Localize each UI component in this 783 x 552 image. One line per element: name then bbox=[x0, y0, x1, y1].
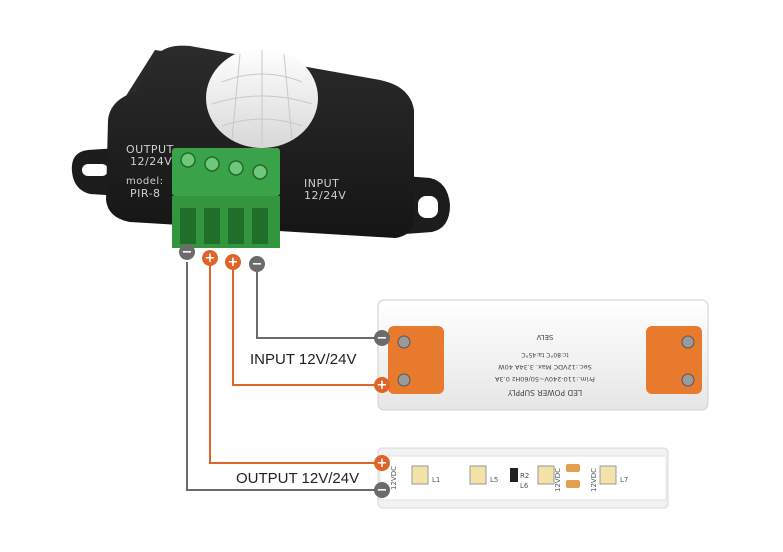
psu-positive-sign: + bbox=[377, 378, 388, 393]
strip-label-3: L5 bbox=[490, 476, 498, 484]
wire-input-negative bbox=[256, 262, 376, 339]
psu-selv: SELV bbox=[536, 333, 553, 341]
strip-label-4: R2 bbox=[520, 472, 529, 480]
led-chips bbox=[411, 465, 617, 485]
psu-sec: Sec.:12VDC Max. 3.34A 40W bbox=[498, 363, 592, 371]
psu-output-cap bbox=[646, 326, 702, 394]
strip-label-7: 12VDC bbox=[590, 468, 598, 492]
wire-output-positive bbox=[209, 262, 376, 464]
wires bbox=[186, 262, 376, 491]
terminal-sign-4: − bbox=[252, 257, 263, 272]
strip-negative-sign: − bbox=[377, 483, 388, 498]
output-label: OUTPUT 12V/24V bbox=[236, 470, 360, 487]
terminal-sign-2: + bbox=[205, 251, 216, 266]
pir-sensor bbox=[71, 45, 450, 248]
psu-title: LED POWER SUPPLY bbox=[507, 388, 582, 397]
sensor-output-label: OUTPUT bbox=[126, 143, 174, 156]
strip-label-2: L1 bbox=[432, 476, 440, 484]
strip-label-5: L6 bbox=[520, 482, 529, 490]
led-power-supply: LED POWER SUPPLY Prim.:110-240V~50/60Hz … bbox=[374, 299, 709, 411]
strip-label-1: 12VDC bbox=[390, 466, 398, 490]
psu-negative-sign: − bbox=[377, 331, 388, 346]
psu-tc: tc:80°C ta:45°C bbox=[521, 351, 568, 358]
terminal-signs: − + + − bbox=[179, 244, 265, 272]
led-strip: 12VDC L1 L5 R2 L6 12VDC 12VDC L7 + − bbox=[374, 447, 669, 509]
input-label: INPUT 12V/24V bbox=[250, 351, 357, 368]
psu-input-cap bbox=[388, 326, 444, 394]
strip-label-8: L7 bbox=[620, 476, 628, 484]
terminal-sign-3: + bbox=[228, 255, 239, 270]
wire-output-negative bbox=[186, 262, 376, 491]
sensor-model-label: model: bbox=[126, 176, 164, 187]
terminal-block bbox=[172, 148, 280, 248]
sensor-model-value: PIR-8 bbox=[130, 187, 161, 200]
strip-label-6: 12VDC bbox=[554, 468, 562, 492]
terminal-sign-1: − bbox=[182, 245, 193, 260]
sensor-input-voltage: 12/24V bbox=[304, 189, 347, 202]
psu-prim: Prim.:110-240V~50/60Hz 0.3A bbox=[495, 375, 595, 383]
wire-input-positive bbox=[232, 262, 376, 386]
sensor-output-voltage: 12/24V bbox=[130, 155, 173, 168]
sensor-input-label: INPUT bbox=[304, 177, 340, 190]
strip-positive-sign: + bbox=[377, 456, 388, 471]
